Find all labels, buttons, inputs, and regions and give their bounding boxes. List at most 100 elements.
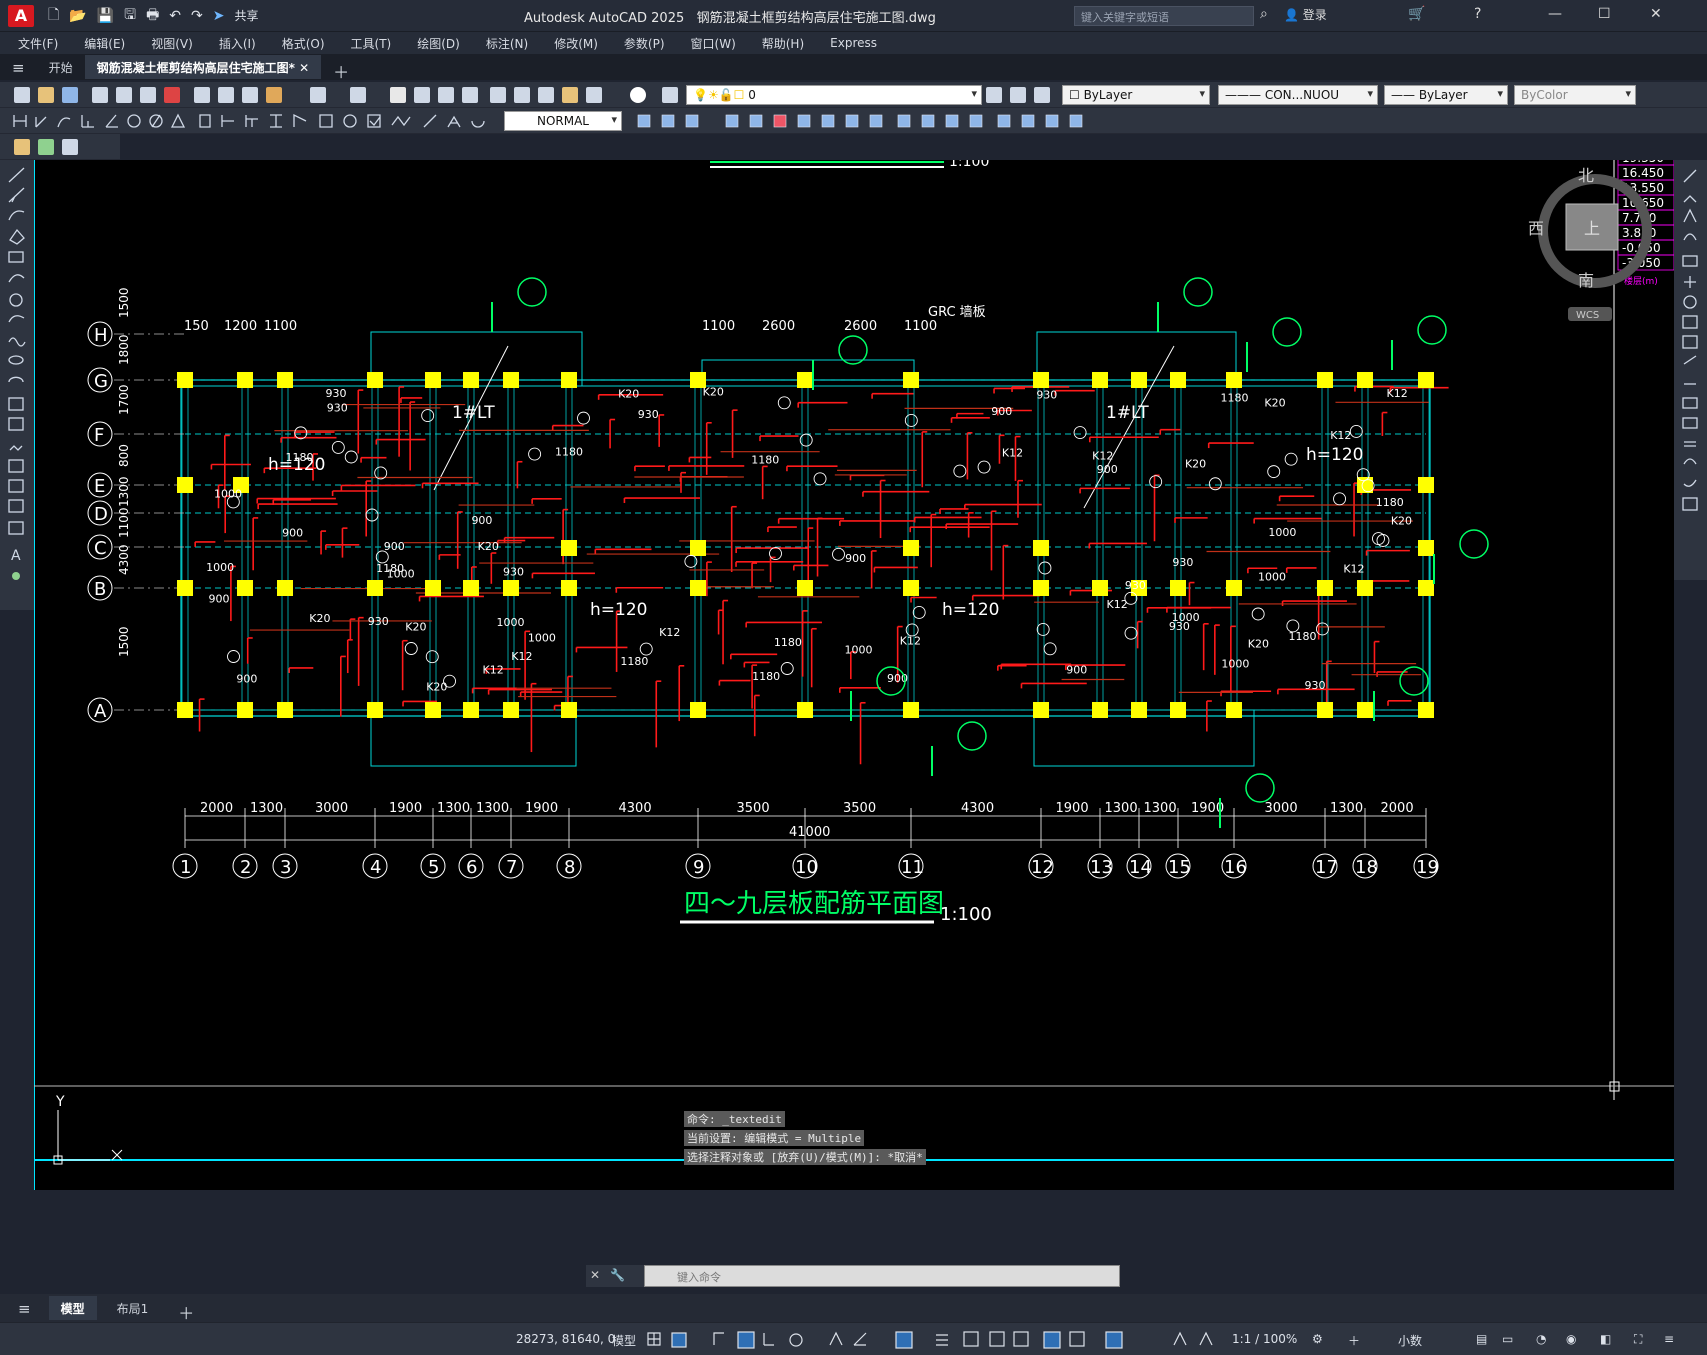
plus-icon[interactable]: ＋ [1348,1334,1361,1348]
properties-icon[interactable] [490,87,506,103]
menu-express[interactable]: Express [830,36,877,50]
menu-insert[interactable]: 插入(I) [218,36,256,51]
dimension-tools[interactable] [10,111,490,131]
designcenter-icon[interactable] [514,87,530,103]
command-input[interactable]: 键入命令 [644,1265,1120,1287]
sheetset-icon[interactable] [562,87,578,103]
add-layout-icon[interactable]: ＋ [178,1304,195,1323]
undo-icon[interactable]: ↶ [169,7,182,24]
customize-status-icon[interactable]: ≡ [1664,1332,1675,1346]
help-icon[interactable] [630,87,646,103]
layer-states-icon[interactable] [1034,87,1050,103]
menu-tools[interactable]: 工具(T) [350,36,392,51]
new-icon[interactable]: 🗋 [48,6,60,23]
model-space-toggle[interactable]: 模型 [612,1334,637,1348]
layer-properties-icon[interactable] [662,87,678,103]
autocad-logo[interactable]: A [8,4,34,27]
close-icon[interactable]: ✕ [1650,6,1662,22]
pan-icon[interactable] [390,87,406,103]
redo-icon[interactable]: ↷ [191,7,203,24]
new-tab-icon[interactable]: ＋ [333,63,350,82]
zoom-previous-icon[interactable] [462,87,478,103]
display-icon[interactable]: ▭ [1502,1332,1514,1346]
model-space-canvas[interactable]: 1:100 19.35016.45013.55010.6507.7503.850… [34,160,1674,1190]
fullscreen-icon[interactable]: ⛶ [1634,1332,1643,1346]
menu-dimension[interactable]: 标注(N) [485,36,529,51]
modify-tools[interactable] [632,111,1132,131]
open-icon[interactable]: 📂 [69,7,87,24]
draw-tools[interactable]: A [0,160,34,610]
clean-screen-icon[interactable]: ◧ [1600,1332,1612,1346]
cut-icon[interactable] [194,87,210,103]
share-button[interactable]: 共享 [234,9,259,23]
color-dropdown[interactable]: ☐ ByLayer [1062,85,1210,105]
make-current-icon[interactable] [986,87,1002,103]
linetype-dropdown[interactable]: ——— CON...NUOU [1218,85,1378,105]
isolate-icon[interactable]: ◔ [1536,1332,1547,1346]
publish-icon[interactable] [140,87,156,103]
tab-close-icon[interactable]: ✕ [299,61,310,75]
tab-start[interactable]: 开始 [48,61,73,75]
lineweight-dropdown[interactable]: —— ByLayer [1384,85,1508,105]
cart-icon[interactable]: 🛒 [1408,6,1426,22]
menu-help[interactable]: 帮助(H) [761,36,805,51]
menu-modify[interactable]: 修改(M) [554,36,598,51]
search-icon[interactable]: ⌕ [1260,6,1268,22]
tab-model[interactable]: 模型 [48,1296,97,1320]
viewcube-face[interactable] [1565,203,1619,251]
preview-icon[interactable] [116,87,132,103]
menu-parametric[interactable]: 参数(P) [623,36,665,51]
matchprop-icon[interactable] [266,87,282,103]
copy-icon[interactable] [218,87,234,103]
minimize-icon[interactable]: — [1548,6,1562,22]
tab-layout1[interactable]: 布局1 [116,1302,149,1316]
calculator-icon[interactable] [586,87,602,103]
close-command-icon[interactable]: ✕ [590,1268,601,1282]
menu-edit[interactable]: 编辑(E) [84,36,126,51]
drafting-toggles[interactable] [644,1329,1244,1351]
open-icon[interactable] [38,87,54,103]
save-icon[interactable]: 💾 [96,7,115,24]
help-icon[interactable]: ? [1474,6,1482,22]
plot-icon[interactable]: 🖶 [146,6,160,23]
units-dropdown[interactable]: 小数 [1398,1334,1423,1348]
settings-icon[interactable]: ⚙ [1312,1332,1323,1346]
share-icon[interactable]: ➤ [212,7,225,24]
layout-menu-icon[interactable]: ≡ [18,1300,31,1318]
tab-drawing[interactable]: 钢筋混凝土框剪结构高层住宅施工图* ✕ [84,55,322,79]
customize-icon[interactable]: 🔧 [610,1268,625,1282]
menu-view[interactable]: 视图(V) [151,36,193,51]
menu-file[interactable]: 文件(F) [18,36,59,51]
plotstyle-dropdown[interactable]: ByColor [1514,85,1636,105]
paste-icon[interactable] [242,87,258,103]
login-button[interactable]: 👤 登录 [1284,8,1327,22]
layer-dropdown[interactable]: 💡☀🔓☐ 0 [686,85,982,105]
image-icon[interactable] [38,139,54,155]
redo-icon[interactable] [350,87,366,103]
menu-window[interactable]: 窗口(W) [690,36,736,51]
annotation-scale[interactable]: 1:1 / 100% [1232,1332,1298,1346]
hamburger-menu-icon[interactable]: ≡ [12,59,25,77]
zoom-realtime-icon[interactable] [414,87,430,103]
hardware-accel-icon[interactable]: ◉ [1566,1332,1577,1346]
3dprint-icon[interactable] [164,87,180,103]
undo-icon[interactable] [310,87,326,103]
text-edit-icon[interactable] [14,139,30,155]
properties-icon[interactable]: ▤ [1476,1332,1488,1346]
modify-palette-tools[interactable] [1674,160,1707,580]
save-icon[interactable] [62,87,78,103]
block-icon[interactable] [62,139,78,155]
dimstyle-dropdown[interactable]: NORMAL [504,111,622,131]
new-icon[interactable] [14,87,30,103]
search-input[interactable]: 键入关键字或短语 [1074,6,1254,26]
plot-icon[interactable] [92,87,108,103]
coordinate-readout[interactable]: 28273, 81640, 0 [516,1332,616,1346]
layer-previous-icon[interactable] [1010,87,1026,103]
toolpalettes-icon[interactable] [538,87,554,103]
maximize-icon[interactable]: ☐ [1598,6,1611,22]
wcs-button[interactable] [1568,307,1612,321]
saveas-icon[interactable]: 🖫 [124,6,137,23]
menu-format[interactable]: 格式(O) [281,36,325,51]
zoom-window-icon[interactable] [438,87,454,103]
menu-draw[interactable]: 绘图(D) [417,36,460,51]
